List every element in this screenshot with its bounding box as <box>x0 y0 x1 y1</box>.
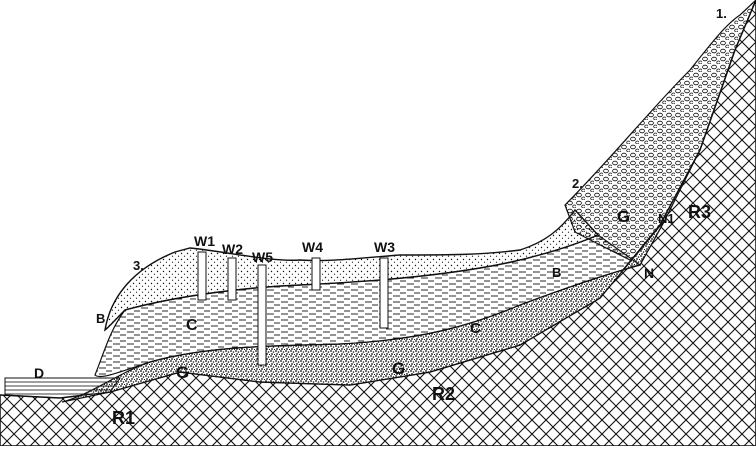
label-r2: R2 <box>432 384 455 404</box>
well-w2 <box>228 258 236 300</box>
label-w2: W2 <box>222 241 243 257</box>
label-n-lower: N <box>644 265 654 281</box>
well-w5 <box>258 265 266 365</box>
label-n1: N1 <box>658 211 675 226</box>
label-point-1: 1. <box>716 6 727 21</box>
label-r1: R1 <box>112 408 135 428</box>
label-b-left: B <box>96 311 105 326</box>
well-w1 <box>198 252 206 300</box>
label-r3: R3 <box>688 202 711 222</box>
label-g-mid: G <box>392 359 405 378</box>
label-b-right: B <box>552 265 561 280</box>
label-g-left: G <box>176 363 189 382</box>
label-w3: W3 <box>374 239 395 255</box>
label-c-left: C <box>186 317 198 334</box>
label-point-2: 2. <box>572 176 583 191</box>
label-c-right: C <box>470 320 481 337</box>
label-g-upper: G <box>617 207 630 226</box>
label-w5: W5 <box>252 249 273 265</box>
label-d: D <box>34 365 44 381</box>
well-w3 <box>380 258 388 328</box>
well-w4 <box>312 258 320 290</box>
label-point-3: 3. <box>133 258 144 273</box>
label-w4: W4 <box>302 239 323 255</box>
label-w1: W1 <box>194 233 215 249</box>
